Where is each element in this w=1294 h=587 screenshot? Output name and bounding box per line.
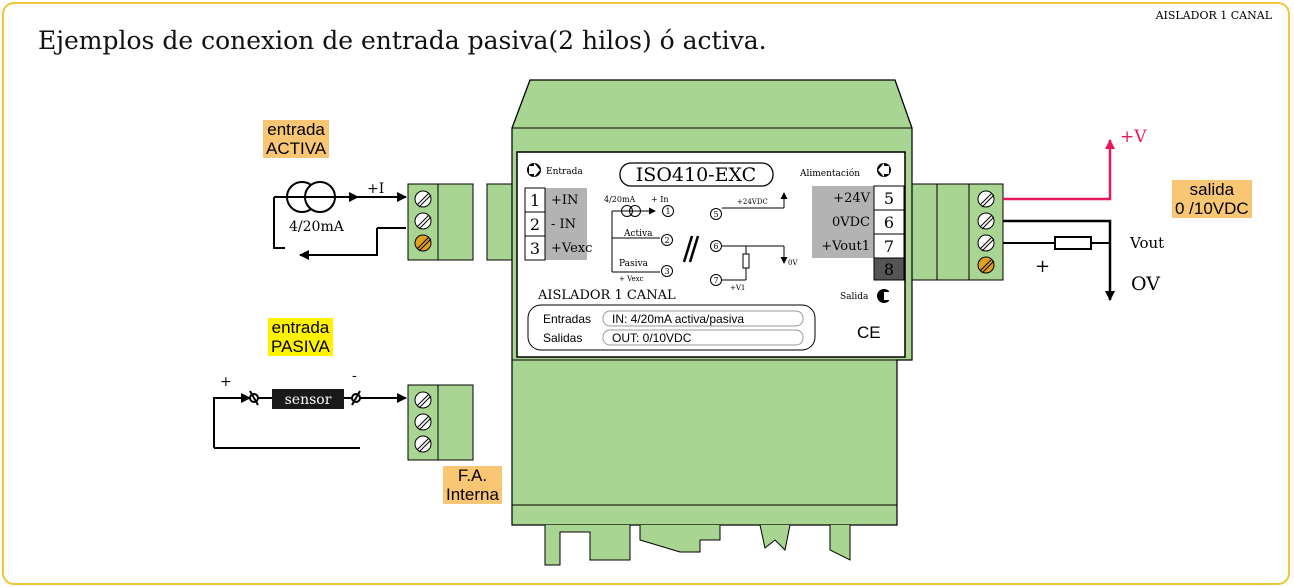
svg-text:3: 3 bbox=[664, 267, 669, 276]
entrada-text: Entrada bbox=[546, 167, 583, 177]
current-source-label: 4/20mA bbox=[289, 219, 345, 235]
terminal-1-label: +IN bbox=[551, 193, 578, 208]
vout-label: Vout bbox=[1129, 234, 1164, 252]
terminal-6-num: 6 bbox=[884, 213, 894, 232]
svg-text:6: 6 bbox=[713, 242, 718, 251]
output-plus-label: + bbox=[1035, 256, 1050, 277]
terminal-5-num: 5 bbox=[884, 189, 894, 208]
spec-salidas-name: Salidas bbox=[543, 331, 582, 345]
salida-pointer-icon bbox=[877, 289, 895, 303]
right-terminal-table: 5 6 7 8 +24V 0VDC +Vout1 bbox=[812, 185, 905, 281]
plus-v-label: +V bbox=[1120, 127, 1147, 147]
terminal-block-pasiva bbox=[407, 384, 474, 461]
terminal-block-activa bbox=[407, 183, 474, 261]
page-title: Ejemplos de conexion de entrada pasiva(2… bbox=[38, 26, 767, 55]
sensor-box bbox=[272, 389, 344, 409]
screw-icon bbox=[414, 234, 432, 252]
alimentacion-text: Alimentación bbox=[799, 168, 860, 179]
sensor-minus-label: - bbox=[352, 368, 357, 384]
entrada-pointer-icon bbox=[527, 163, 541, 177]
spec-salidas-value: OUT: 0/10VDC bbox=[612, 331, 692, 345]
fa-interna-label: F.A.Interna bbox=[443, 466, 502, 504]
screw-icon bbox=[414, 413, 432, 431]
terminal-7-label: +Vout1 bbox=[821, 239, 870, 254]
terminal-5-label: +24V bbox=[833, 191, 870, 206]
sensor-label: sensor bbox=[285, 392, 332, 408]
right-connector-plug bbox=[911, 183, 938, 281]
alimentacion-pointer-icon bbox=[877, 163, 891, 177]
screw-icon bbox=[414, 212, 432, 230]
schem-pasiva: Pasiva bbox=[619, 259, 649, 269]
schem-plus-v1: +V1 bbox=[730, 284, 745, 292]
schem-plus-vexc: + Vexc bbox=[619, 275, 644, 283]
load-resistor-icon bbox=[1054, 236, 1092, 250]
terminal-3-num: 3 bbox=[530, 239, 540, 258]
internal-schematic: 4/20mA + In 1 Activa 2 Pasiva 3 + Vexc 5… bbox=[604, 192, 798, 292]
salida-text: Salida bbox=[840, 292, 869, 302]
schem-in-label: 4/20mA bbox=[604, 195, 636, 204]
svg-text:7: 7 bbox=[713, 276, 718, 285]
corner-label: AISLADOR 1 CANAL bbox=[1155, 9, 1272, 22]
plus-i-label: +I bbox=[367, 181, 384, 197]
spec-entradas-name: Entradas bbox=[543, 312, 591, 326]
screw-icon bbox=[414, 391, 432, 409]
screw-icon bbox=[977, 256, 995, 274]
terminal-block-output bbox=[936, 183, 1004, 281]
schem-24vdc: +24VDC bbox=[737, 198, 768, 206]
left-connector-plug bbox=[486, 183, 513, 261]
model-name: ISO410-EXC bbox=[636, 164, 756, 186]
screw-icon bbox=[414, 190, 432, 208]
svg-text:1: 1 bbox=[665, 207, 670, 216]
schem-plus-in: + In bbox=[651, 195, 669, 204]
left-terminal-table: 1 2 3 +IN - IN +Vexc bbox=[524, 187, 592, 261]
schem-activa: Activa bbox=[623, 229, 653, 239]
svg-text:2: 2 bbox=[664, 236, 669, 245]
ce-mark-icon: CE bbox=[857, 323, 881, 342]
svg-text:5: 5 bbox=[713, 210, 718, 219]
model-badge bbox=[619, 162, 774, 187]
sensor-plus-label: + bbox=[220, 374, 232, 390]
terminal-3-label: +Vexc bbox=[551, 241, 592, 256]
spec-entradas-value: IN: 4/20mA activa/pasiva bbox=[612, 312, 744, 326]
schem-0v: 0V bbox=[788, 259, 798, 267]
screw-icon bbox=[977, 212, 995, 230]
terminal-1-num: 1 bbox=[530, 191, 540, 210]
terminal-2-label: - IN bbox=[551, 217, 576, 232]
terminal-7-num: 7 bbox=[884, 237, 894, 256]
screw-icon bbox=[977, 190, 995, 208]
zero-v-label: OV bbox=[1131, 273, 1160, 295]
screw-icon bbox=[977, 234, 995, 252]
terminal-2-num: 2 bbox=[530, 215, 540, 234]
product-name: AISLADOR 1 CANAL bbox=[537, 288, 676, 303]
current-source-icon bbox=[274, 181, 359, 213]
terminal-6-label: 0VDC bbox=[832, 215, 870, 230]
screw-icon bbox=[414, 435, 432, 453]
terminal-8-num: 8 bbox=[884, 260, 894, 279]
